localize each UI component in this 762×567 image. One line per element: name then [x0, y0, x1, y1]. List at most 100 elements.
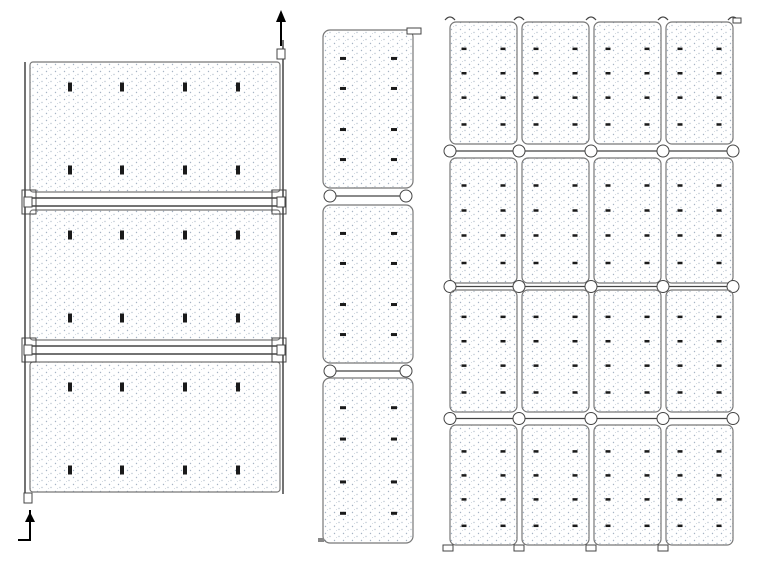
inlet-pipe-icon	[18, 530, 31, 541]
valve-icon	[726, 144, 740, 158]
stud-mark	[391, 437, 397, 441]
stud-mark	[716, 47, 722, 51]
valve-icon	[512, 412, 526, 425]
stud-mark	[340, 333, 346, 337]
stud-mark	[716, 261, 722, 265]
stud-mark	[500, 474, 506, 477]
stud-mark	[533, 524, 539, 528]
stud-mark	[644, 71, 650, 75]
stud-mark	[605, 339, 611, 343]
stud-mark	[500, 339, 506, 343]
stud-mark	[533, 184, 539, 187]
stud-mark	[340, 437, 346, 441]
stud-mark	[644, 450, 650, 453]
stud-mark	[183, 165, 187, 175]
inlet-stub-icon	[318, 538, 324, 542]
panel	[449, 157, 518, 284]
panel	[665, 21, 734, 145]
top-fitting-icon	[585, 16, 597, 21]
stud-mark	[533, 474, 539, 477]
stud-mark	[677, 364, 683, 367]
valve-icon	[443, 280, 457, 293]
stud-mark	[677, 450, 683, 453]
stud-mark	[533, 261, 539, 265]
stud-mark	[677, 71, 683, 75]
stud-mark	[236, 82, 240, 92]
stud-mark	[236, 313, 240, 323]
valve-icon	[726, 280, 740, 293]
stud-mark	[716, 450, 722, 453]
stud-mark	[716, 123, 722, 126]
stud-mark	[605, 450, 611, 453]
panel	[322, 204, 414, 364]
stud-mark	[605, 47, 611, 51]
stud-mark	[605, 184, 611, 187]
stud-mark	[572, 524, 578, 528]
coupling-icon	[23, 492, 33, 504]
stud-mark	[500, 209, 506, 212]
stud-mark	[533, 96, 539, 99]
panel	[521, 157, 590, 284]
stud-mark	[120, 82, 124, 92]
stud-mark	[533, 71, 539, 75]
bottom-fitting-icon	[585, 544, 597, 552]
stud-mark	[340, 406, 346, 410]
stud-mark	[644, 498, 650, 501]
stud-mark	[391, 86, 397, 90]
coupling-icon	[276, 344, 286, 356]
stud-mark	[533, 123, 539, 126]
stud-mark	[677, 498, 683, 501]
stud-mark	[716, 498, 722, 501]
panel	[593, 424, 662, 546]
stud-mark	[605, 234, 611, 237]
valve-icon	[512, 144, 526, 158]
stud-mark	[644, 364, 650, 367]
stud-mark	[677, 474, 683, 477]
stud-mark	[461, 315, 467, 319]
coupling-icon	[23, 344, 33, 356]
stud-mark	[340, 86, 346, 90]
panel	[593, 289, 662, 413]
stud-mark	[533, 315, 539, 319]
stud-mark	[500, 123, 506, 126]
valve-icon	[584, 280, 598, 293]
stud-mark	[605, 261, 611, 265]
stud-mark	[391, 261, 397, 265]
stud-mark	[120, 230, 124, 240]
stud-mark	[461, 123, 467, 126]
valve-icon	[584, 412, 598, 425]
stud-mark	[500, 391, 506, 394]
stud-mark	[340, 480, 346, 484]
stud-mark	[461, 524, 467, 528]
stud-mark	[183, 313, 187, 323]
valve-icon	[399, 189, 413, 203]
stud-mark	[572, 339, 578, 343]
stud-mark	[500, 364, 506, 367]
stud-mark	[68, 313, 72, 323]
valve-icon	[443, 412, 457, 425]
bottom-fitting-icon	[657, 544, 669, 552]
outlet-stub-icon	[406, 27, 422, 35]
stud-mark	[572, 123, 578, 126]
stud-mark	[605, 474, 611, 477]
top-fitting-icon	[657, 16, 669, 21]
stud-mark	[68, 165, 72, 175]
stud-mark	[644, 234, 650, 237]
assembly-c-panel-grid	[442, 16, 742, 552]
stud-mark	[340, 56, 346, 60]
valve-icon	[512, 280, 526, 293]
top-fitting-icon	[444, 16, 456, 21]
stud-mark	[644, 209, 650, 212]
stud-mark	[605, 524, 611, 528]
panel	[665, 424, 734, 546]
valve-icon	[323, 189, 337, 203]
stud-mark	[677, 315, 683, 319]
valve-icon	[323, 364, 337, 378]
stud-mark	[183, 82, 187, 92]
stud-mark	[572, 450, 578, 453]
stud-mark	[677, 261, 683, 265]
panel	[521, 21, 590, 145]
stud-mark	[236, 230, 240, 240]
stud-mark	[183, 465, 187, 475]
